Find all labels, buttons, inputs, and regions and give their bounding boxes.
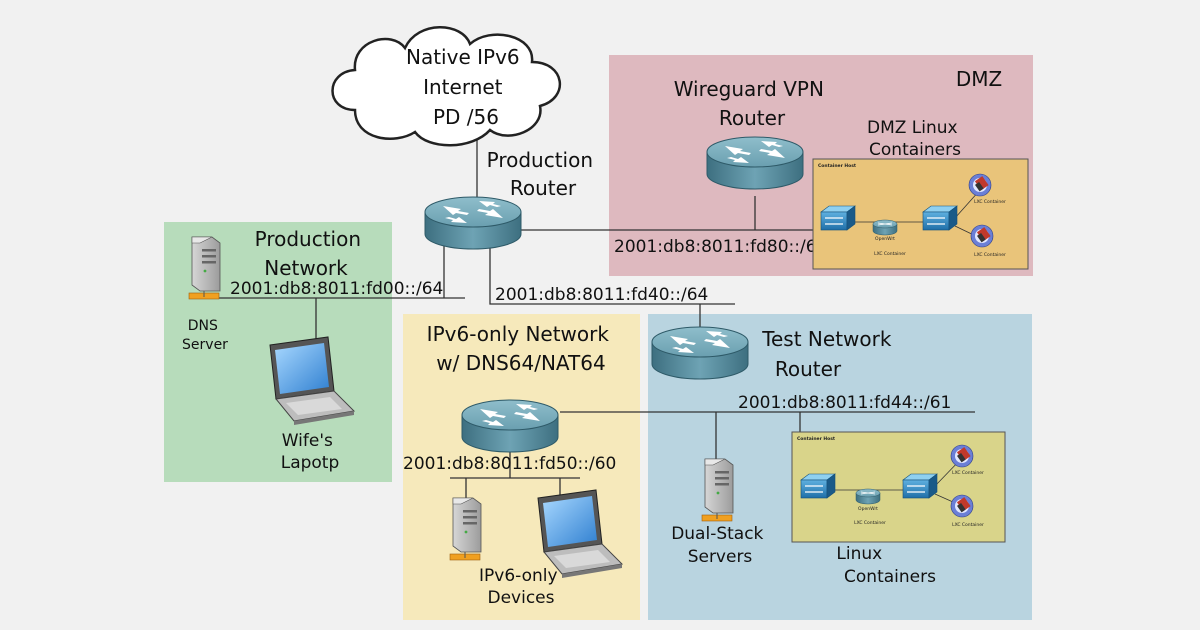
dual-stack-label: Dual-Stack Servers: [671, 524, 769, 567]
production-router-label-line-1: Production: [487, 148, 593, 172]
test-router-label: Test Network Router: [761, 327, 898, 381]
ipv6-devices-label-line-1: IPv6-only: [479, 566, 558, 586]
dual-stack-label-line-2: Servers: [688, 547, 753, 567]
cloud-label: Native IPv6 Internet PD /56: [406, 45, 526, 129]
ipv6-only-title-line-1: IPv6-only Network: [427, 322, 610, 346]
dmz-title: DMZ: [956, 67, 1002, 91]
production-router-icon: [424, 196, 522, 250]
ipv6-only-router-icon: [461, 399, 559, 453]
ipv6-devices-label: IPv6-only Devices: [479, 566, 563, 608]
test-container-host-title: Container Host: [797, 436, 836, 442]
dmz-containers-label-line-1: DMZ Linux: [867, 118, 958, 138]
dns-server-label-line-2: Server: [182, 337, 228, 353]
ipv6-only-title-line-2: w/ DNS64/NAT64: [436, 351, 605, 375]
test-containers-label-line-2: Containers: [844, 567, 936, 587]
dmz-container-router-label: OpenWrt: [875, 236, 895, 242]
production-network-title: Production Network: [255, 227, 368, 280]
internet-cloud-icon: [331, 26, 562, 147]
test-lxc-1-label: LXC Container: [952, 470, 984, 476]
transit-subnet-label: 2001:db8:8011:fd40::/64: [495, 285, 708, 305]
dns-server-label: DNS Server: [182, 318, 228, 353]
test-containers-label-line-1: Linux: [836, 544, 882, 564]
dmz-lxc-1-label: LXC Container: [974, 199, 1006, 205]
cloud-label-line-1: Native IPv6: [406, 45, 520, 69]
test-subnet-label: 2001:db8:8011:fd44::/61: [738, 393, 951, 413]
dmz-lxc-3-label: LXC Container: [874, 251, 906, 257]
wireguard-router-label: Wireguard VPN Router: [674, 77, 831, 130]
test-lxc-1-icon: [950, 444, 974, 468]
dmz-lxc-2-label: LXC Container: [974, 252, 1006, 258]
test-container-router-label: OpenWrt: [858, 506, 878, 512]
test-router-label-line-2: Router: [775, 357, 842, 381]
wife-laptop-label-line-2: Lapotp: [281, 453, 340, 473]
test-container-switch-2-icon: [902, 473, 938, 499]
link-transit: [489, 246, 735, 305]
test-container-switch-icon: [800, 473, 836, 499]
dmz-lxc-1-icon: [968, 173, 992, 197]
dmz-container-switch-2-icon: [922, 205, 958, 231]
production-network-title-line-2: Network: [264, 256, 348, 280]
test-container-host: Container Host OpenWrt LXC Container LXC…: [791, 431, 1006, 543]
test-container-router-icon: [855, 488, 881, 505]
ipv6-only-subnet-label: 2001:db8:8011:fd50::/60: [403, 454, 616, 474]
dmz-containers-label: DMZ Linux Containers: [867, 118, 963, 160]
production-network-title-line-1: Production: [255, 227, 361, 251]
wife-laptop-label-line-1: Wife's: [282, 431, 333, 451]
test-lxc-3-label: LXC Container: [854, 520, 886, 526]
dmz-lxc-2-icon: [970, 224, 994, 248]
ipv6-only-title: IPv6-only Network w/ DNS64/NAT64: [427, 322, 616, 375]
production-router-label-line-2: Router: [510, 176, 577, 200]
test-lxc-2-icon: [950, 494, 974, 518]
dmz-container-host-title: Container Host: [818, 163, 857, 169]
dmz-container-host: Container Host OpenWrt LXC Container LXC…: [812, 158, 1029, 270]
dmz-subnet-label: 2001:db8:8011:fd80::/60: [614, 237, 827, 257]
wireguard-router-label-line-2: Router: [719, 106, 786, 130]
dmz-containers-label-line-2: Containers: [869, 140, 961, 160]
wife-laptop-label: Wife's Lapotp: [281, 431, 340, 473]
dual-stack-label-line-1: Dual-Stack: [671, 524, 763, 544]
production-router-label: Production Router: [487, 148, 600, 200]
test-router-label-line-1: Test Network: [761, 327, 892, 351]
ipv6-devices-label-line-2: Devices: [488, 588, 555, 608]
dns-server-label-line-1: DNS: [188, 318, 218, 334]
dmz-container-router-icon: [872, 219, 898, 236]
test-network-router-icon: [651, 326, 749, 380]
wireguard-router-label-line-1: Wireguard VPN: [674, 77, 824, 101]
dmz-container-switch-icon: [820, 205, 856, 231]
test-containers-label: Linux Containers: [836, 544, 936, 587]
production-subnet-label: 2001:db8:8011:fd00::/64: [230, 279, 443, 299]
cloud-label-line-2: Internet: [423, 75, 503, 99]
test-lxc-2-label: LXC Container: [952, 522, 984, 528]
cloud-label-line-3: PD /56: [433, 105, 499, 129]
wireguard-router-icon: [706, 136, 804, 190]
